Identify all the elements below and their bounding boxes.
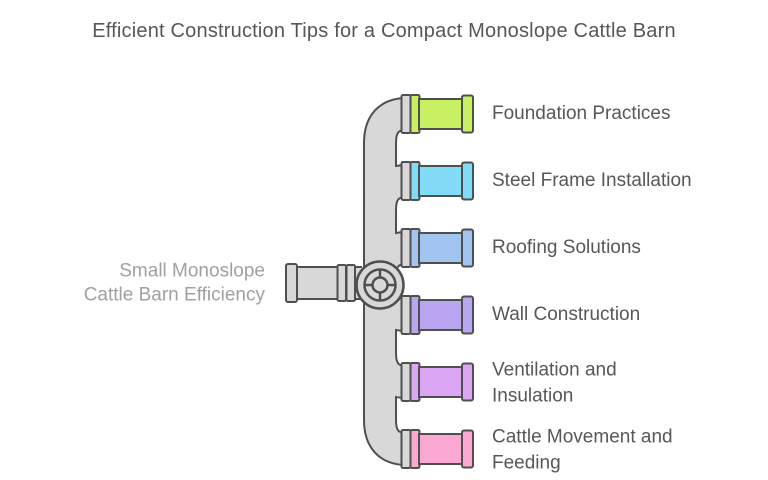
branch-label-ventilation: Ventilation and Insulation <box>492 359 617 406</box>
branch-segment-steel-frame <box>400 161 474 201</box>
branch-segment-wall <box>400 295 474 335</box>
valve-wheel-icon <box>355 260 405 310</box>
branch-segment-cattle <box>400 429 474 469</box>
inlet-pipe-flanges <box>285 263 356 303</box>
branch-segment-ventilation <box>400 362 474 402</box>
branch-label-roofing: Roofing Solutions <box>492 237 641 259</box>
branch-label-foundation: Foundation Practices <box>492 103 671 125</box>
branch-label-wall: Wall Construction <box>492 304 641 326</box>
branch-segment-roofing <box>400 228 474 268</box>
branch-segment-foundation <box>400 94 474 134</box>
branch-label-steel-frame: Steel Frame Installation <box>492 170 692 192</box>
branch-label-cattle: Cattle Movement and Feeding <box>492 426 673 473</box>
diagram-title: Efficient Construction Tips for a Compac… <box>92 20 676 42</box>
root-node-label: Small Monoslope Cattle Barn Efficiency <box>83 260 265 305</box>
